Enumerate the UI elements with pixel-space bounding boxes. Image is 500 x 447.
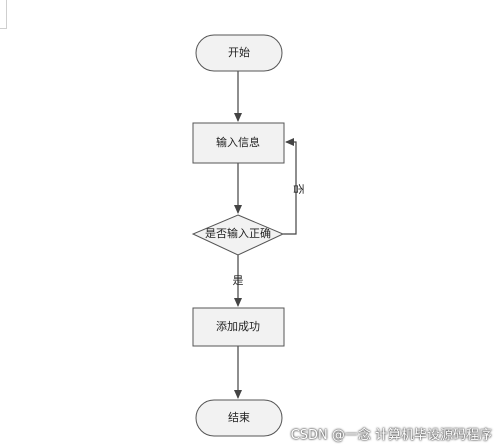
node-end: 结束 xyxy=(195,399,283,437)
input-label: 输入信息 xyxy=(216,135,260,149)
page-corner-mark xyxy=(0,0,7,29)
node-start: 开始 xyxy=(195,34,283,72)
end-label: 结束 xyxy=(228,411,250,424)
end-terminal-shape xyxy=(195,399,283,437)
input-process-shape xyxy=(192,122,285,164)
edge-check-no-loop xyxy=(283,138,297,235)
start-label: 开始 xyxy=(228,45,250,59)
csdn-watermark: CSDN @一念 计算机毕设源码程序 xyxy=(290,428,492,443)
edge-label-no: 否 xyxy=(292,184,305,195)
edge-label-yes: 是 xyxy=(233,274,244,287)
success-process-shape xyxy=(192,307,285,347)
check-label: 是否输入正确 xyxy=(205,226,271,240)
start-terminal-shape xyxy=(195,34,283,72)
node-check: 是否输入正确 xyxy=(191,214,285,256)
node-success: 添加成功 xyxy=(192,307,285,347)
success-label: 添加成功 xyxy=(216,319,260,333)
node-input: 输入信息 xyxy=(192,122,285,164)
check-decision-shape xyxy=(191,214,285,256)
